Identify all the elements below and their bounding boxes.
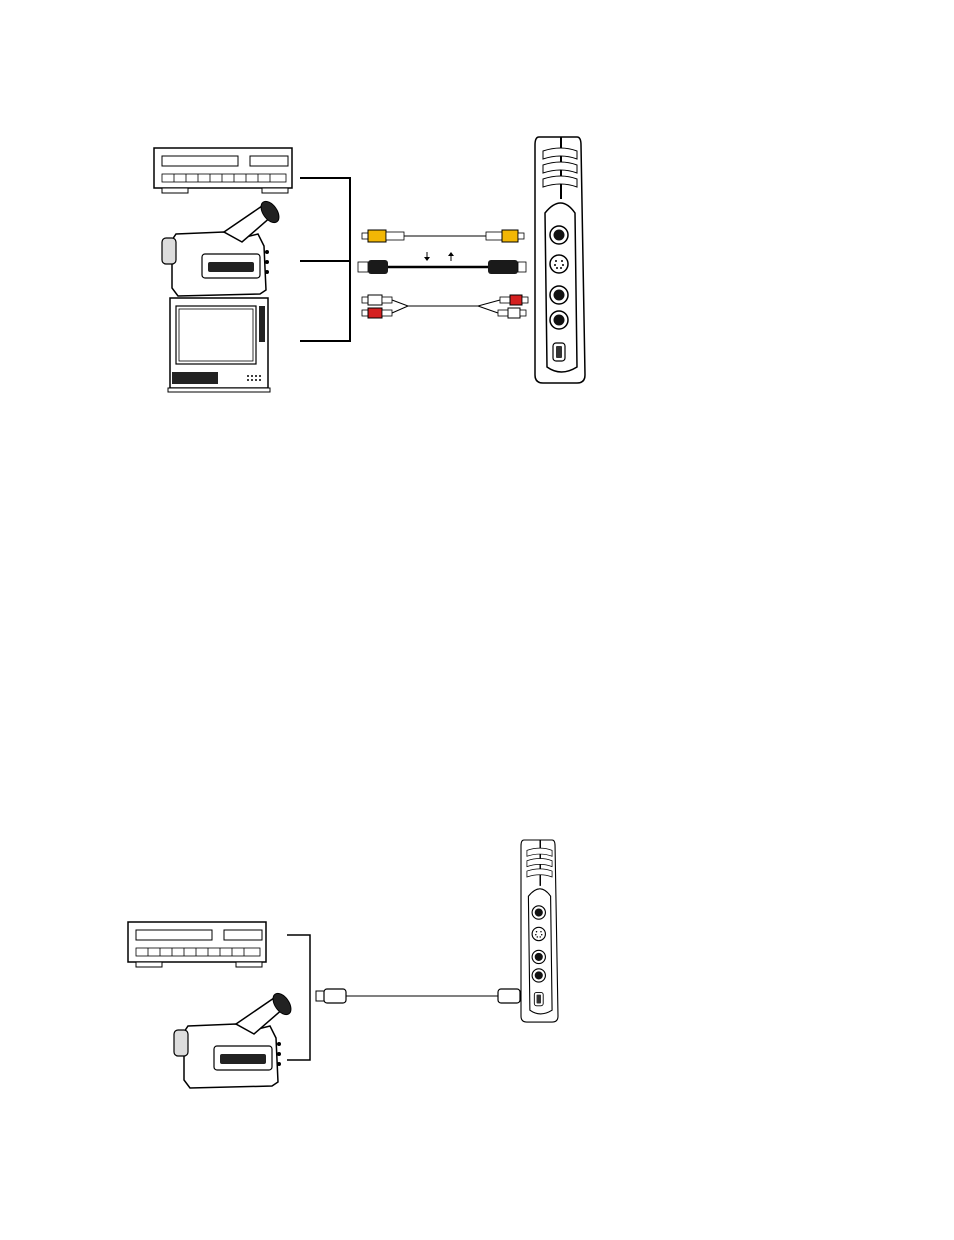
- composite-video-cable: [362, 230, 524, 242]
- firewire-cable: [316, 989, 538, 1004]
- capture-device-icon: [535, 137, 585, 383]
- source-bracket: [287, 935, 310, 1060]
- down-arrow-icon: [424, 252, 430, 261]
- source-bracket: [300, 178, 350, 341]
- vcr-icon: [154, 148, 292, 193]
- up-arrow-icon: [448, 252, 454, 261]
- analog-connection-diagram: [154, 137, 585, 392]
- s-video-cable: [358, 252, 526, 274]
- camcorder-icon: [162, 198, 283, 296]
- vcr-icon: [128, 922, 266, 967]
- digital-connection-diagram: [128, 840, 558, 1088]
- tv-icon: [168, 298, 270, 392]
- camcorder-icon: [174, 990, 295, 1088]
- stereo-audio-cable: [362, 295, 528, 318]
- capture-device-icon: [521, 840, 558, 1022]
